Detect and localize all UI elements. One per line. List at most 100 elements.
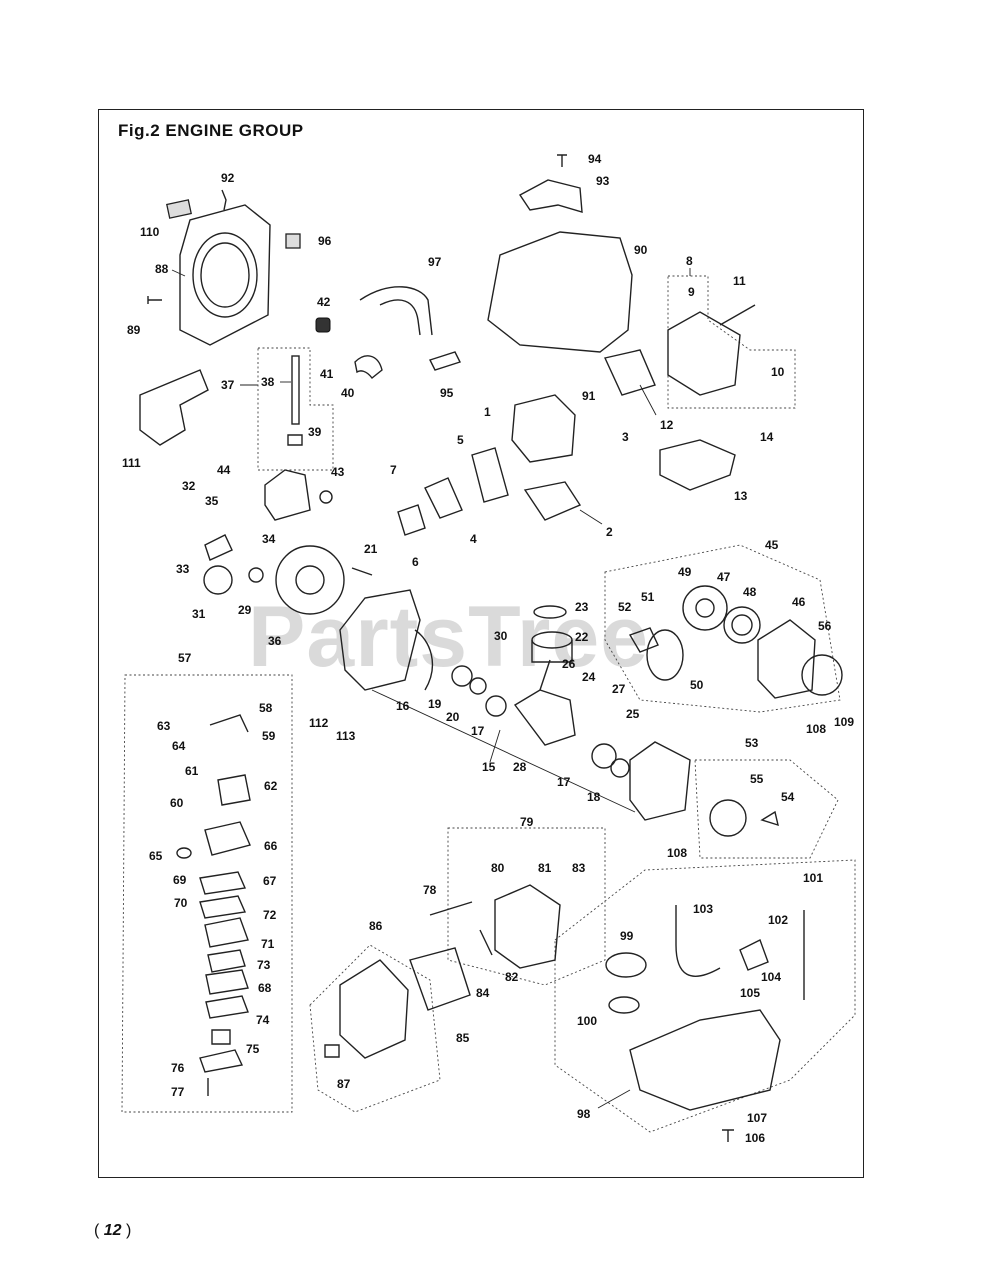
part-47-reel bbox=[682, 585, 728, 631]
callout-23: 23 bbox=[575, 600, 589, 614]
part-15b-crankcase bbox=[629, 741, 691, 821]
part-22-piston bbox=[531, 631, 573, 663]
part-13-cover bbox=[659, 439, 736, 491]
callout-104: 104 bbox=[761, 970, 781, 984]
callout-25: 25 bbox=[626, 707, 640, 721]
part-73-diaphragm bbox=[207, 949, 246, 973]
callout-82: 82 bbox=[505, 970, 519, 984]
watermark: PartsTree bbox=[248, 589, 650, 685]
callout-46: 46 bbox=[792, 595, 806, 609]
callout-75: 75 bbox=[246, 1042, 260, 1056]
callout-83: 83 bbox=[572, 861, 586, 875]
part-94-screw bbox=[557, 154, 567, 167]
part-103-fuel-pipe bbox=[675, 905, 721, 977]
part-38-pipe bbox=[291, 355, 300, 425]
figure-frame bbox=[98, 109, 864, 1178]
part-111-plate bbox=[139, 369, 209, 446]
part-50-rope bbox=[646, 629, 684, 681]
part-16-gasket bbox=[414, 629, 434, 691]
part-92-screw bbox=[221, 189, 227, 211]
page-number: ( 12 ) bbox=[94, 1222, 131, 1240]
callout-26: 26 bbox=[562, 657, 576, 671]
callout-16: 16 bbox=[396, 699, 410, 713]
callout-50: 50 bbox=[690, 678, 704, 692]
part-2-gasket bbox=[523, 481, 582, 521]
callout-57: 57 bbox=[178, 651, 192, 665]
callout-72: 72 bbox=[263, 908, 277, 922]
callout-62: 62 bbox=[264, 779, 278, 793]
callout-4: 4 bbox=[470, 532, 477, 546]
callout-1: 1 bbox=[484, 405, 491, 419]
part-100-gasket bbox=[608, 996, 640, 1014]
page-number-value: 12 bbox=[103, 1222, 122, 1239]
group-box-53 bbox=[694, 759, 839, 859]
callout-105: 105 bbox=[740, 986, 760, 1000]
callout-106: 106 bbox=[745, 1131, 765, 1145]
callout-69: 69 bbox=[173, 873, 187, 887]
leader-2 bbox=[579, 509, 603, 525]
callout-84: 84 bbox=[476, 986, 490, 1000]
callout-18b: 18 bbox=[587, 790, 601, 804]
part-62-carb-body bbox=[217, 774, 251, 806]
part-51-ratchet bbox=[628, 627, 659, 653]
callout-88: 88 bbox=[155, 262, 169, 276]
callout-67: 67 bbox=[263, 874, 277, 888]
part-33-shoe bbox=[204, 534, 233, 561]
part-99-cap bbox=[605, 952, 647, 978]
part-53-pulley bbox=[709, 799, 747, 837]
callout-73: 73 bbox=[257, 958, 271, 972]
part-54-pawl bbox=[760, 810, 779, 827]
callout-53: 53 bbox=[745, 736, 759, 750]
callout-66: 66 bbox=[264, 839, 278, 853]
callout-87: 87 bbox=[337, 1077, 351, 1091]
callout-110: 110 bbox=[140, 225, 160, 239]
part-23-rings bbox=[533, 605, 567, 619]
callout-21: 21 bbox=[364, 542, 378, 556]
part-68-cover bbox=[205, 969, 249, 995]
part-78-bolt bbox=[429, 901, 473, 916]
callout-35: 35 bbox=[205, 494, 219, 508]
callout-81: 81 bbox=[538, 861, 552, 875]
part-15-crankcase bbox=[339, 589, 421, 691]
callout-49: 49 bbox=[678, 565, 692, 579]
callout-61: 61 bbox=[185, 764, 199, 778]
part-11-bolt bbox=[719, 304, 756, 326]
callout-31: 31 bbox=[192, 607, 206, 621]
callout-40: 40 bbox=[341, 386, 355, 400]
page-bracket-close: ) bbox=[126, 1222, 132, 1239]
callout-2: 2 bbox=[606, 525, 613, 539]
page-bracket-open: ( bbox=[94, 1222, 100, 1239]
callout-20: 20 bbox=[446, 710, 460, 724]
part-98-fuel-tank bbox=[629, 1009, 781, 1111]
callout-32: 32 bbox=[182, 479, 196, 493]
callout-94: 94 bbox=[588, 152, 602, 166]
callout-43: 43 bbox=[331, 465, 345, 479]
part-71-plate bbox=[204, 917, 249, 948]
callout-22: 22 bbox=[575, 630, 589, 644]
leader-12 bbox=[639, 384, 657, 416]
callout-38: 38 bbox=[261, 375, 275, 389]
callout-44: 44 bbox=[217, 463, 231, 477]
leader-98 bbox=[597, 1089, 631, 1109]
part-31-clutch bbox=[203, 565, 233, 595]
callout-11: 11 bbox=[733, 274, 746, 288]
part-97-wire bbox=[359, 286, 433, 336]
group-box-8 bbox=[667, 275, 796, 409]
part-39-nut bbox=[287, 434, 303, 446]
callout-89: 89 bbox=[127, 323, 141, 337]
callout-56: 56 bbox=[818, 619, 832, 633]
group-box-57 bbox=[121, 674, 293, 1113]
part-90-cover bbox=[487, 231, 633, 353]
part-46-starter-case bbox=[757, 619, 816, 699]
callout-92: 92 bbox=[221, 171, 235, 185]
callout-27: 27 bbox=[612, 682, 626, 696]
part-19-bearing bbox=[451, 665, 473, 687]
part-85-filter bbox=[409, 947, 471, 1011]
callout-74: 74 bbox=[256, 1013, 270, 1027]
part-66-carb bbox=[204, 821, 251, 856]
group-box-79 bbox=[447, 827, 606, 986]
callout-70: 70 bbox=[174, 896, 188, 910]
callout-93: 93 bbox=[596, 174, 610, 188]
callout-45: 45 bbox=[765, 538, 779, 552]
